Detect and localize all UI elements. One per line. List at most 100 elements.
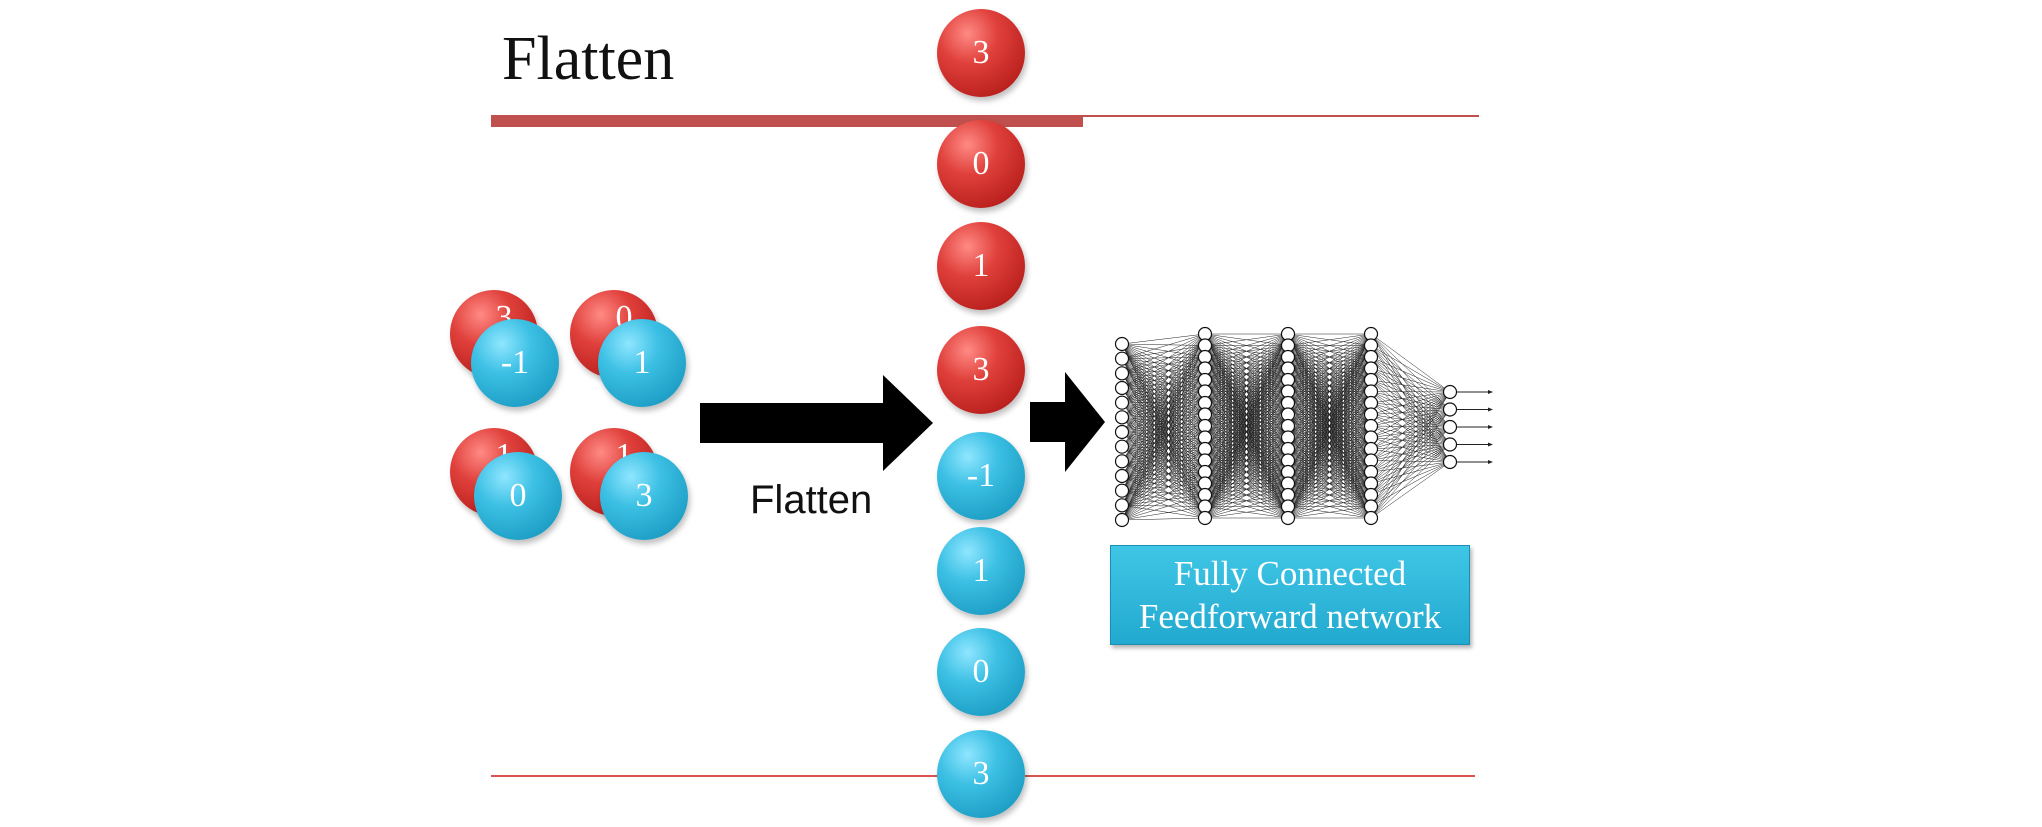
network-connection xyxy=(1370,409,1451,450)
network-connection xyxy=(1121,505,1206,507)
network-connection xyxy=(1121,448,1206,506)
network-connection xyxy=(1204,333,1289,369)
network-connection xyxy=(1121,345,1206,491)
network-connection xyxy=(1121,333,1206,403)
network-connection xyxy=(1204,414,1289,519)
network-connection xyxy=(1121,494,1206,521)
flatten-arrow-label: Flatten xyxy=(750,478,873,522)
network-connection xyxy=(1204,448,1289,519)
network-connection xyxy=(1204,437,1289,519)
network-connection xyxy=(1370,391,1451,507)
network-connection xyxy=(1121,391,1206,506)
network-connection xyxy=(1287,448,1372,519)
network-connection xyxy=(1370,409,1451,473)
network-connection xyxy=(1121,356,1206,506)
network-connection xyxy=(1287,333,1372,450)
network-connection xyxy=(1121,402,1206,521)
network-connection xyxy=(1121,414,1206,477)
network-connection xyxy=(1287,368,1372,519)
network-connection xyxy=(1204,460,1289,519)
network-connection xyxy=(1204,333,1289,404)
network-connection xyxy=(1204,333,1289,427)
network-connection xyxy=(1121,368,1206,491)
network-connection xyxy=(1121,345,1206,477)
bottom-rule-right xyxy=(1025,775,1475,777)
network-connection xyxy=(1121,379,1206,521)
network-connection xyxy=(1121,425,1206,506)
network-connection xyxy=(1287,333,1372,438)
network-neuron xyxy=(1114,424,1130,440)
network-connection xyxy=(1287,333,1372,415)
network-output-arrowhead xyxy=(1488,390,1493,394)
network-connection xyxy=(1121,333,1206,359)
network-connection xyxy=(1370,426,1451,519)
network-connection xyxy=(1204,345,1289,519)
network-connection xyxy=(1204,494,1289,519)
network-neuron xyxy=(1442,384,1458,400)
network-connection xyxy=(1121,506,1206,521)
network-connection xyxy=(1287,333,1372,427)
network-connection xyxy=(1370,391,1451,484)
network-connection xyxy=(1370,461,1451,519)
network-connection xyxy=(1287,425,1372,519)
network-connection xyxy=(1287,483,1372,519)
network-connection xyxy=(1121,448,1206,477)
network-connection xyxy=(1204,333,1289,381)
network-connection xyxy=(1121,505,1206,519)
network-connection xyxy=(1287,333,1372,473)
network-connection xyxy=(1121,368,1206,477)
network-connection xyxy=(1204,333,1289,519)
network-connection xyxy=(1370,345,1451,393)
flatten-arrow-icon xyxy=(700,375,933,471)
network-neuron xyxy=(1442,402,1458,417)
network-neuron xyxy=(1114,380,1130,396)
network-connection xyxy=(1287,333,1372,404)
network-connection xyxy=(1370,409,1451,496)
network-connection xyxy=(1121,483,1206,506)
network-connection xyxy=(1121,333,1206,389)
network-connection xyxy=(1121,345,1206,506)
network-neuron xyxy=(1114,366,1130,381)
network-connection xyxy=(1204,333,1289,496)
network-connection xyxy=(1121,437,1206,491)
vector-element: 3 xyxy=(937,9,1025,97)
network-connection xyxy=(1121,471,1206,491)
network-neuron xyxy=(1442,437,1458,452)
vector-element: 0 xyxy=(937,628,1025,716)
neural-network-diagram-icon xyxy=(1114,326,1493,528)
network-connection xyxy=(1287,379,1372,519)
network-connection xyxy=(1370,444,1451,519)
network-connection xyxy=(1287,333,1372,346)
feature-map-blue-ball: 0 xyxy=(474,452,562,540)
network-connection xyxy=(1287,333,1372,484)
network-connection xyxy=(1121,471,1206,506)
network-connection xyxy=(1204,333,1289,358)
network-connection xyxy=(1204,333,1289,507)
vector-element: 1 xyxy=(937,222,1025,310)
network-connection xyxy=(1370,426,1451,507)
network-connection xyxy=(1121,391,1206,477)
network-connection xyxy=(1370,461,1451,507)
network-neuron xyxy=(1114,454,1130,469)
network-connection xyxy=(1204,425,1289,519)
network-connection xyxy=(1121,333,1206,491)
network-connection xyxy=(1121,494,1206,506)
network-connection xyxy=(1370,391,1451,519)
network-neuron xyxy=(1114,395,1130,410)
network-connection xyxy=(1370,391,1451,427)
vector-element: -1 xyxy=(937,432,1025,520)
network-caption-line1: Fully Connected xyxy=(1173,554,1407,593)
network-connection xyxy=(1370,391,1451,473)
network-connection xyxy=(1121,437,1206,477)
network-connection xyxy=(1121,402,1206,506)
vector-element: 3 xyxy=(937,326,1025,414)
network-connection xyxy=(1121,483,1206,521)
network-connection xyxy=(1287,460,1372,519)
network-connection xyxy=(1204,356,1289,519)
network-neuron xyxy=(1114,468,1130,484)
network-neuron xyxy=(1114,351,1130,366)
network-connection xyxy=(1121,333,1206,418)
network-connection xyxy=(1121,356,1206,491)
network-connection xyxy=(1121,437,1206,521)
title-underline-thick xyxy=(491,115,1083,127)
